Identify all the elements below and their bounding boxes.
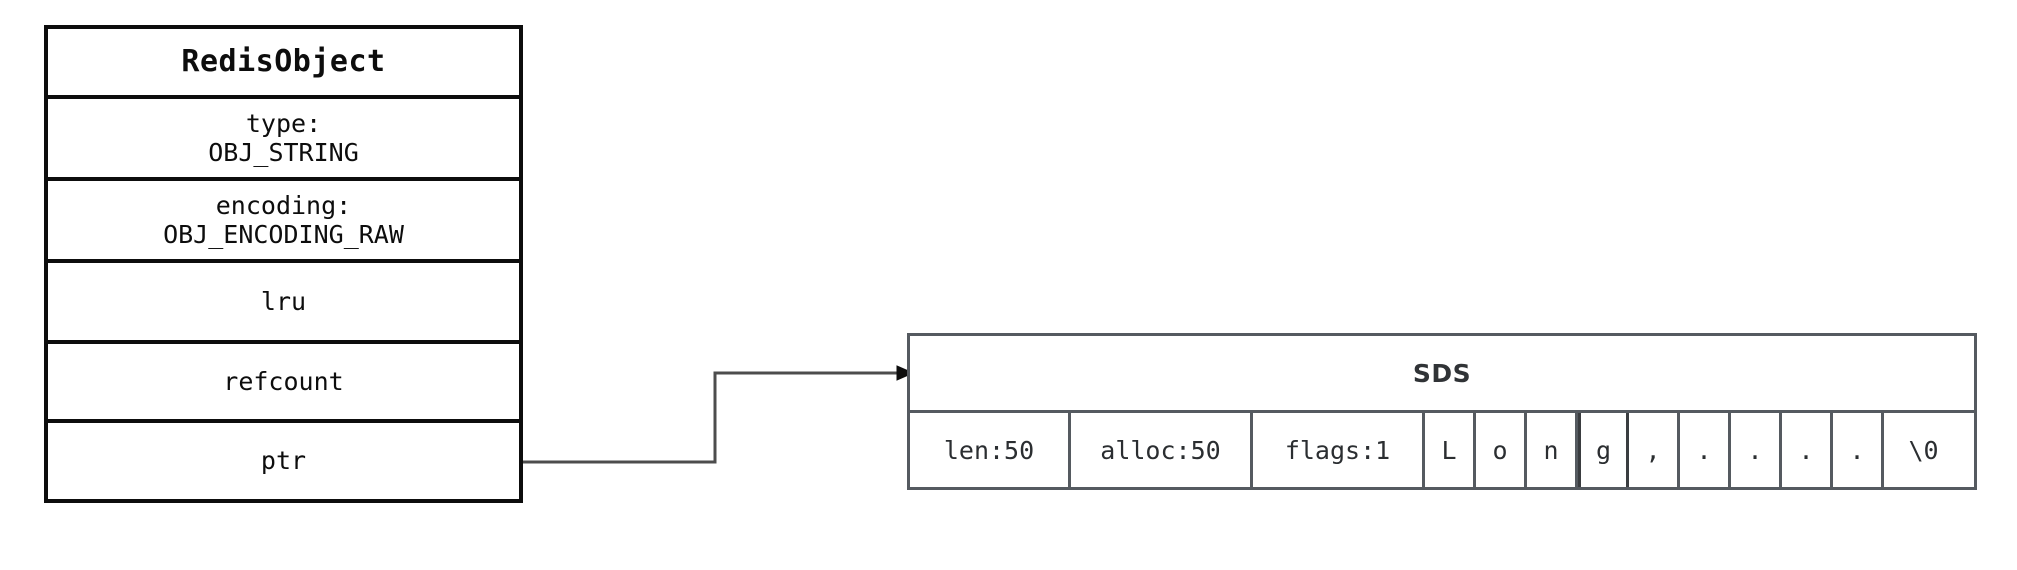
sds-buf-char-o: o [1476,413,1527,487]
field-encoding-label: encoding: [215,190,352,220]
ptr-to-sds-connector [523,365,915,464]
sds-buf-char-comma: , [1629,413,1680,487]
connector-line [523,371,900,464]
field-type-text: type: OBJ_STRING [208,79,359,197]
sds-title: SDS [910,336,1974,413]
redis-object-field-type: type: OBJ_STRING [48,99,519,181]
redis-object-field-lru: lru [48,263,519,344]
field-ptr-label: ptr [260,446,307,476]
sds-buf-char-dot-4: . [1833,413,1884,487]
redis-object-field-encoding: encoding: OBJ_ENCODING_RAW [48,181,519,263]
field-type-label: type: [245,108,322,138]
field-type-value: OBJ_STRING [208,138,359,167]
sds-buf-char-g: g [1578,413,1629,487]
redis-object-field-ptr: ptr [48,423,519,499]
sds-buf-char-L: L [1425,413,1476,487]
redis-object-field-refcount: refcount [48,344,519,423]
field-encoding-text: encoding: OBJ_ENCODING_RAW [163,161,404,279]
sds-buf-char-dot-1: . [1680,413,1731,487]
redis-object-header-row: RedisObject [48,29,519,99]
sds-buf-char-dot-2: . [1731,413,1782,487]
sds-struct: SDS len:50 alloc:50 flags:1 L o n g , . … [907,333,1977,490]
field-lru-label: lru [260,286,307,316]
field-encoding-value: OBJ_ENCODING_RAW [163,220,404,249]
sds-field-flags: flags:1 [1253,413,1425,487]
sds-field-len: len:50 [910,413,1071,487]
sds-buf-char-n: n [1527,413,1578,487]
sds-cells-row: len:50 alloc:50 flags:1 L o n g , . . . … [910,413,1974,487]
field-refcount-label: refcount [223,366,344,396]
redis-object-struct: RedisObject type: OBJ_STRING encoding: O… [44,25,523,503]
sds-field-alloc: alloc:50 [1071,413,1253,487]
sds-buf-null-terminator: \0 [1884,413,1963,487]
sds-buf-char-dot-3: . [1782,413,1833,487]
redis-object-title: RedisObject [181,44,386,80]
